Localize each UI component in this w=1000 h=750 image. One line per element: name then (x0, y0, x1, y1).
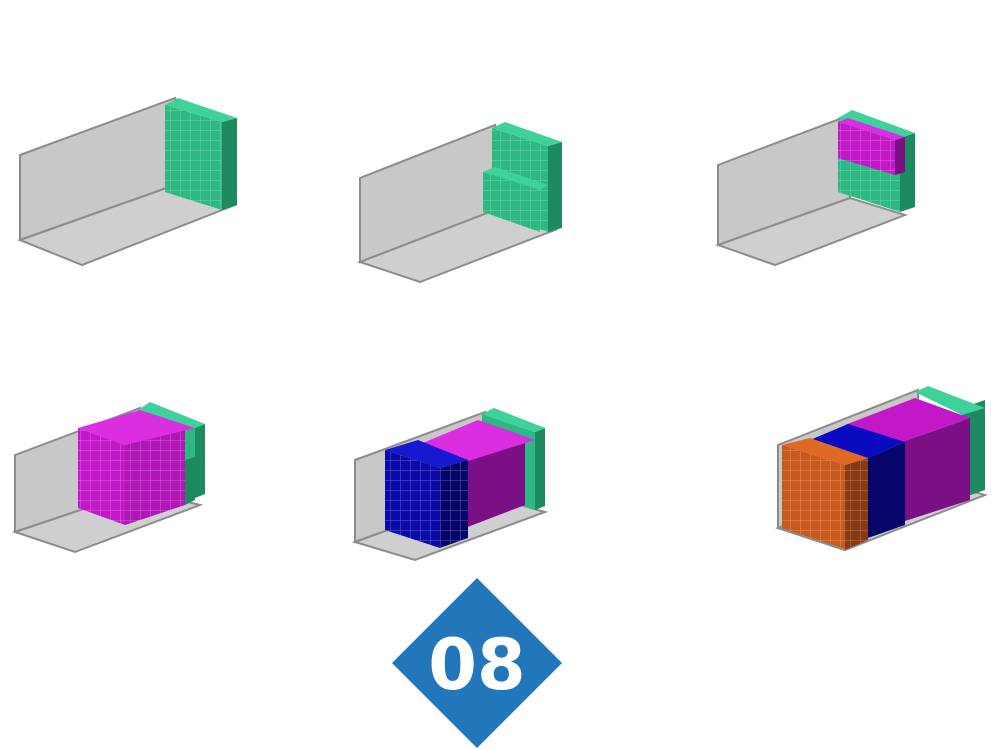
magenta-cargo-cube (78, 410, 195, 525)
green-stepped-cargo (483, 122, 562, 232)
magenta-cargo-block (838, 118, 905, 175)
loading-step-5 (351, 408, 549, 562)
loading-step-2 (357, 122, 562, 284)
cargo-top-face (138, 402, 205, 428)
cargo-top-face (838, 118, 905, 140)
cargo-top-face (838, 110, 915, 138)
blue-cargo-cube (385, 440, 468, 548)
cargo-side-face (465, 440, 525, 528)
cargo-side-face (195, 424, 205, 498)
magenta-cargo-cube (845, 398, 970, 522)
loading-step-4 (11, 402, 205, 554)
cargo-step-shadow (185, 457, 195, 505)
badge-label: 08 (428, 624, 525, 706)
cargo-top-face (418, 420, 535, 462)
cargo-lower-top (483, 167, 548, 190)
container-floor (714, 196, 909, 267)
badge-diamond (392, 578, 562, 748)
green-cargo-wall (165, 98, 237, 210)
cargo-top-face (845, 398, 970, 442)
blue-cargo-cube (810, 424, 905, 538)
cargo-side-face (895, 137, 905, 175)
cargo-top-face (915, 386, 985, 415)
loading-step-1 (17, 96, 238, 267)
container-outline (777, 445, 846, 551)
cargo-top-face (492, 122, 562, 146)
loading-step-6 (774, 386, 989, 552)
cargo-side-face (548, 142, 562, 232)
cargo-side-face (868, 442, 905, 538)
loading-step-3 (714, 110, 915, 267)
cargo-side-face (902, 418, 970, 522)
cargo-top-face (482, 408, 545, 432)
orange-cargo-cube (782, 438, 868, 550)
cargo-side-face (222, 118, 237, 210)
cargo-top-face (78, 410, 195, 445)
step-number-badge: 08 (392, 578, 562, 748)
cargo-top-face (165, 98, 237, 122)
cargo-top-face (810, 424, 905, 458)
cargo-side-face (535, 428, 545, 510)
cargo-top-face (782, 438, 868, 465)
cargo-top-face (385, 440, 468, 468)
magenta-cargo-cube (418, 420, 535, 528)
